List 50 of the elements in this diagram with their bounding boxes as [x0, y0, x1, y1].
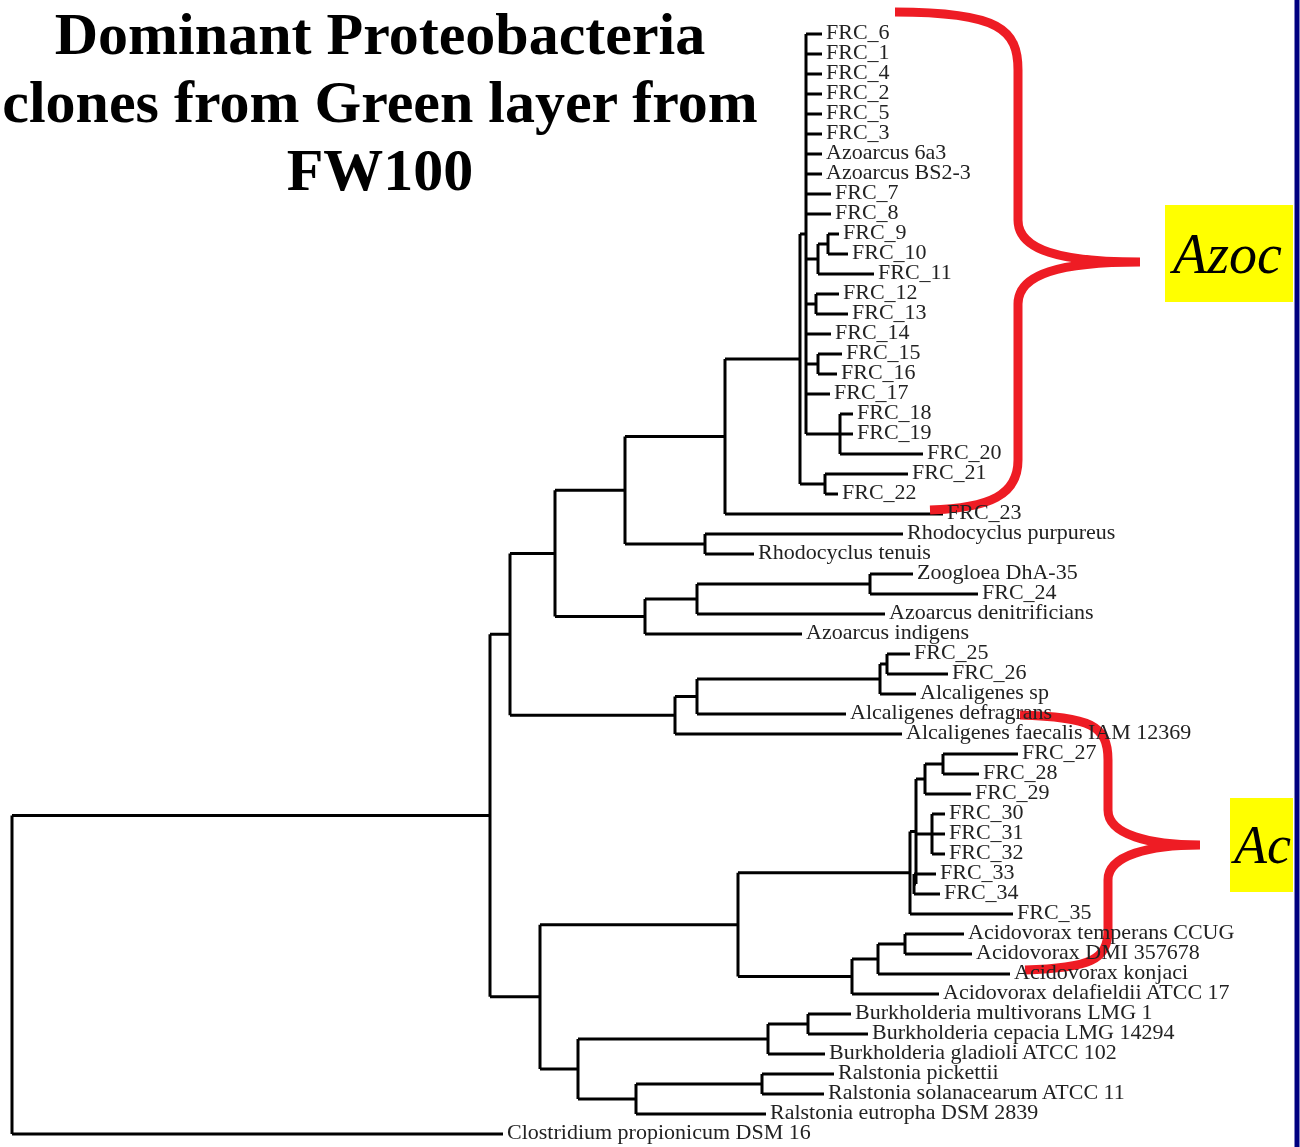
taxon-label: FRC_32 [949, 841, 1024, 863]
taxon-label: FRC_14 [835, 321, 910, 343]
taxon-label: Azoarcus 6a3 [826, 141, 947, 163]
taxon-label: FRC_24 [982, 581, 1057, 603]
taxon-label: Alcaligenes sp [920, 681, 1049, 703]
taxon-label: FRC_15 [846, 341, 921, 363]
taxon-label: FRC_28 [983, 761, 1058, 783]
taxon-label: FRC_17 [834, 381, 909, 403]
taxon-label: FRC_13 [852, 301, 927, 323]
taxon-label: Clostridium propionicum DSM 16 [507, 1121, 811, 1143]
taxon-label: FRC_21 [912, 461, 987, 483]
taxon-label: FRC_9 [843, 221, 907, 243]
taxon-label: FRC_33 [940, 861, 1015, 883]
taxon-label: FRC_8 [835, 201, 899, 223]
taxon-label: FRC_3 [826, 121, 890, 143]
taxon-label: FRC_5 [826, 101, 890, 123]
taxon-label: FRC_30 [949, 801, 1024, 823]
taxon-label: FRC_16 [841, 361, 916, 383]
group-label: Azoc [1165, 205, 1293, 302]
taxon-label: FRC_20 [927, 441, 1002, 463]
group-label: Ac [1230, 798, 1293, 892]
taxon-label: FRC_22 [842, 481, 917, 503]
taxon-label: Ralstonia eutropha DSM 2839 [770, 1101, 1039, 1123]
taxon-label: FRC_7 [835, 181, 899, 203]
taxon-label: FRC_29 [975, 781, 1050, 803]
taxon-label: Azoarcus indigens [806, 621, 970, 643]
taxon-label: Zoogloea DhA-35 [917, 561, 1078, 583]
taxon-label: FRC_6 [826, 21, 890, 43]
taxon-label: FRC_4 [826, 61, 890, 83]
taxon-label: FRC_2 [826, 81, 890, 103]
taxon-label: Rhodocyclus purpureus [907, 521, 1116, 543]
taxon-label: FRC_23 [947, 501, 1022, 523]
taxon-label: FRC_12 [843, 281, 918, 303]
taxon-label: FRC_27 [1022, 741, 1097, 763]
taxon-label: Acidovorax konjaci [1014, 961, 1189, 983]
taxon-label: Azoarcus BS2-3 [826, 161, 971, 183]
taxon-label: Burkholderia cepacia LMG 14294 [872, 1021, 1175, 1043]
taxon-label: FRC_35 [1017, 901, 1092, 923]
taxon-label: Azoarcus denitrificians [889, 601, 1094, 623]
taxon-label: FRC_1 [826, 41, 890, 63]
taxon-label: FRC_11 [878, 261, 952, 283]
taxon-label: FRC_34 [944, 881, 1019, 903]
taxon-label: FRC_26 [952, 661, 1027, 683]
taxon-label: FRC_10 [852, 241, 927, 263]
taxon-label: Rhodocyclus tenuis [758, 541, 931, 563]
taxon-label: FRC_31 [949, 821, 1024, 843]
taxon-label: FRC_18 [857, 401, 932, 423]
title: Dominant Proteobacteria clones from Green layer from FW100 [1, 0, 759, 204]
taxon-label: FRC_19 [857, 421, 932, 443]
taxon-label: Burkholderia multivorans LMG 1 [855, 1001, 1153, 1023]
